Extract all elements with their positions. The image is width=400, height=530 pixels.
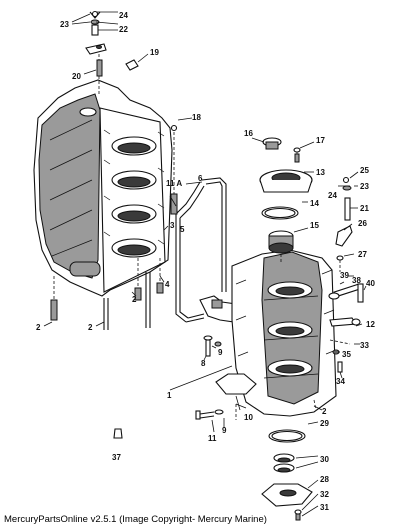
callout-16: 16 <box>244 129 253 138</box>
callout-15: 15 <box>310 221 319 230</box>
callout-29: 29 <box>320 419 329 428</box>
callout-31: 31 <box>320 503 329 512</box>
callout-2: 2 <box>88 323 93 332</box>
callout-2: 2 <box>36 323 41 332</box>
callout-12: 12 <box>366 320 375 329</box>
callout-6: 6 <box>198 174 203 183</box>
cylinder-bores <box>111 136 157 258</box>
callout-2: 2 <box>322 407 327 416</box>
callout-20: 20 <box>72 72 81 81</box>
upper-end-cap <box>259 137 313 262</box>
callout-24: 24 <box>328 191 337 200</box>
leader-lines <box>43 11 367 517</box>
copyright-footer: MercuryPartsOnline v2.5.1 (Image Copyrig… <box>4 514 267 525</box>
callout-18: 18 <box>192 113 201 122</box>
callout-9: 9 <box>222 426 227 435</box>
callout-1: 1 <box>167 391 172 400</box>
callout-25: 25 <box>360 166 369 175</box>
callout-39: 39 <box>340 271 349 280</box>
callout-9: 9 <box>218 348 223 357</box>
callout-13: 13 <box>316 168 325 177</box>
callout-34: 34 <box>336 377 345 386</box>
callout-21: 21 <box>360 204 369 213</box>
callout-26: 26 <box>358 219 367 228</box>
lower-end-cap <box>113 428 313 521</box>
water-tube <box>175 177 241 323</box>
cylinder-block <box>33 79 173 297</box>
callout-38: 38 <box>352 276 361 285</box>
callout-30: 30 <box>320 455 329 464</box>
callout-14: 14 <box>310 199 319 208</box>
callout-17: 17 <box>316 136 325 145</box>
callout-23: 23 <box>360 182 369 191</box>
crankcase-cover <box>231 249 337 417</box>
bolt-18 <box>170 124 178 215</box>
callout-27: 27 <box>358 250 367 259</box>
callout-3: 3 <box>170 221 175 230</box>
callout-19: 19 <box>150 48 159 57</box>
callout-32: 32 <box>320 490 329 499</box>
callout-23: 23 <box>60 20 69 29</box>
callout-2: 2 <box>132 295 137 304</box>
callout-33: 33 <box>360 341 369 350</box>
callout-10: 10 <box>244 413 253 422</box>
callout-4: 4 <box>165 280 170 289</box>
callout-5: 5 <box>180 225 185 234</box>
callout-22: 22 <box>119 25 128 34</box>
callout-37: 37 <box>112 453 121 462</box>
side-hardware <box>328 176 364 327</box>
callout-24: 24 <box>119 11 128 20</box>
block-bolts <box>50 258 164 330</box>
callout-8: 8 <box>201 359 206 368</box>
top-fittings <box>85 10 139 95</box>
callout-28: 28 <box>320 475 329 484</box>
callout-40: 40 <box>366 279 375 288</box>
callout-11: 11 <box>208 434 217 443</box>
callout-labels: 24 23 22 19 20 18 16 17 13 25 24 23 21 6… <box>36 11 375 512</box>
callout-35: 35 <box>342 350 351 359</box>
callout-11a: 11 A <box>166 179 182 188</box>
